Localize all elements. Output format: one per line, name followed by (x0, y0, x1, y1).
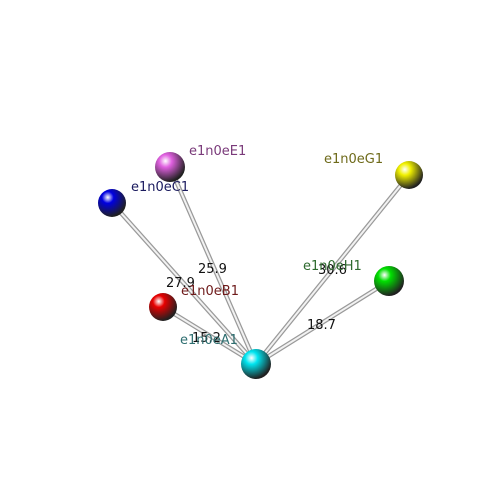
labels-layer: 15.2 27.925.9 30.6 18.7 e1n0eA1 e1n0eB1 e1n0eC… (131, 144, 383, 348)
node-B1-sphere[interactable] (149, 293, 177, 321)
edge-length-label: 25.9 (198, 262, 227, 277)
node-A1-label: e1n0eA1 (180, 333, 238, 348)
node-A1-sphere[interactable] (241, 349, 271, 379)
node-G1-label: e1n0eG1 (324, 152, 383, 167)
nodes-layer (98, 152, 423, 379)
edge-length-label: 30.6 (318, 263, 347, 278)
node-C1-label: e1n0eC1 (131, 180, 189, 195)
node-E1-sphere[interactable] (155, 152, 185, 182)
edge-A1-B1 (160, 304, 259, 367)
edge-length-label: 15.2 (192, 331, 221, 346)
edge-length-label: 27.9 (166, 276, 195, 291)
edges-layer (109, 164, 412, 367)
edge-A1-G1 (253, 172, 412, 367)
node-B1-label: e1n0eB1 (181, 284, 239, 299)
node-G1-sphere[interactable] (395, 161, 423, 189)
node-H1-sphere[interactable] (374, 266, 404, 296)
edge-A1-C1 (109, 200, 259, 367)
node-H1-label: e1n0eH1 (303, 259, 362, 274)
edge-length-label: 18.7 (307, 318, 336, 333)
edge-A1-H1 (253, 278, 392, 367)
node-E1-label: e1n0eE1 (189, 144, 246, 159)
edge-A1-E1 (167, 164, 259, 367)
node-C1-sphere[interactable] (98, 189, 126, 217)
